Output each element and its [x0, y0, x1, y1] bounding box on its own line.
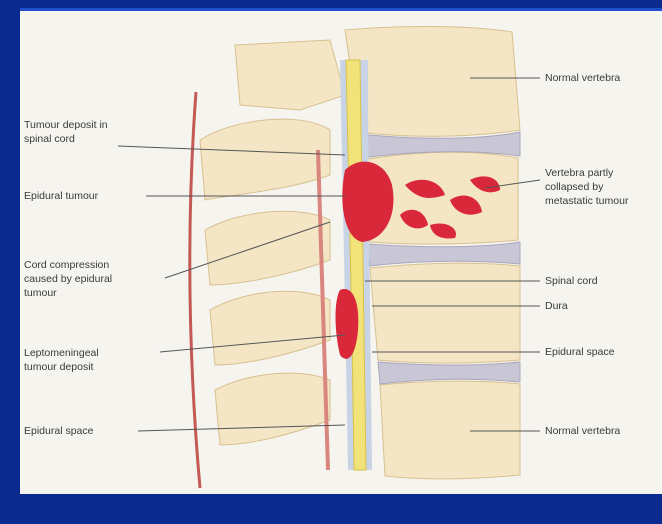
label-tumour-deposit: Tumour deposit in spinal cord — [24, 118, 108, 146]
label-leptomeningeal: Leptomeningeal tumour deposit — [24, 346, 99, 374]
vertebra-bottom — [380, 381, 520, 479]
label-normal-vertebra-top: Normal vertebra — [545, 71, 620, 85]
label-spinal-cord: Spinal cord — [545, 274, 598, 288]
spinous-processes — [200, 40, 345, 445]
label-epidural-space-left: Epidural space — [24, 424, 93, 438]
label-cord-compression: Cord compression caused by epidural tumo… — [24, 258, 112, 300]
posterior-ligament — [190, 92, 200, 488]
label-normal-vertebra-bottom: Normal vertebra — [545, 424, 620, 438]
label-vertebra-collapsed: Vertebra partly collapsed by metastatic … — [545, 166, 628, 208]
label-dura: Dura — [545, 299, 568, 313]
label-epidural-tumour: Epidural tumour — [24, 189, 98, 203]
vertebra-top — [345, 26, 520, 136]
label-epidural-space-right: Epidural space — [545, 345, 614, 359]
vertebra-mid — [370, 263, 520, 363]
